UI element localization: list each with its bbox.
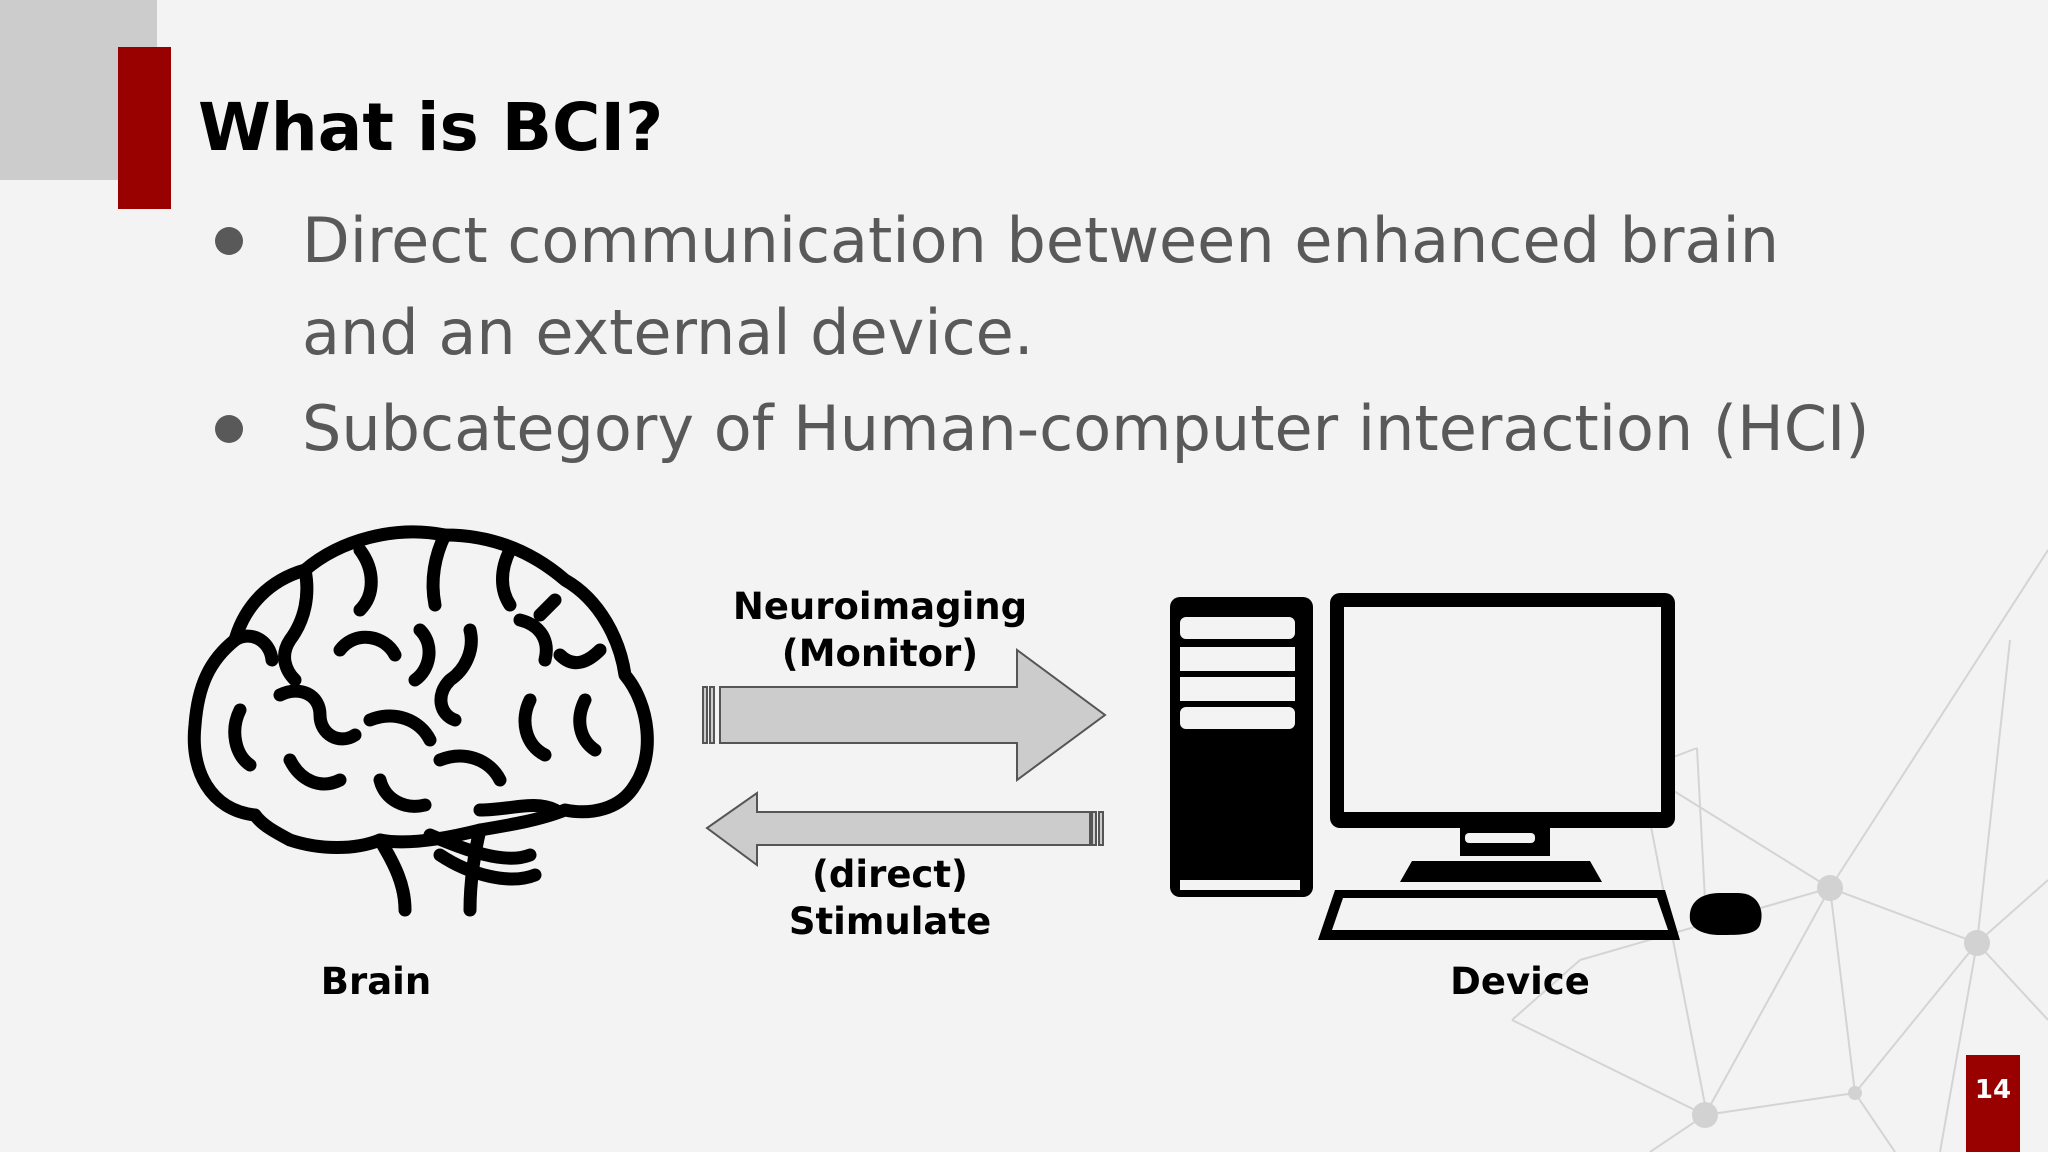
bullet-text: Direct communication between enhanced br… (302, 204, 1780, 369)
bullet-item: Subcategory of Human-computer interactio… (200, 383, 1900, 475)
bullet-text: Subcategory of Human-computer interactio… (302, 392, 1870, 465)
slide-title: What is BCI? (198, 89, 664, 166)
bullet-dot-icon (215, 227, 243, 255)
arrow-left-icon (705, 791, 1104, 867)
arrow-to-brain-label: (direct)Stimulate (788, 853, 992, 943)
computer-icon (1170, 593, 1762, 940)
brain-icon (187, 525, 654, 917)
device-label: Device (1450, 960, 1590, 1003)
bullet-list: Direct communication between enhanced br… (200, 195, 1900, 475)
page-number: 14 (1966, 1055, 2020, 1152)
bullet-item: Direct communication between enhanced br… (200, 195, 1900, 379)
arrow-right-icon (702, 648, 1107, 782)
arrow-to-device-label: Neuroimaging(Monitor) (732, 585, 1028, 675)
brain-label: Brain (320, 960, 432, 1003)
title-accent-bar (118, 47, 171, 209)
bullet-dot-icon (215, 415, 243, 443)
arrows-diagram (702, 648, 1107, 867)
